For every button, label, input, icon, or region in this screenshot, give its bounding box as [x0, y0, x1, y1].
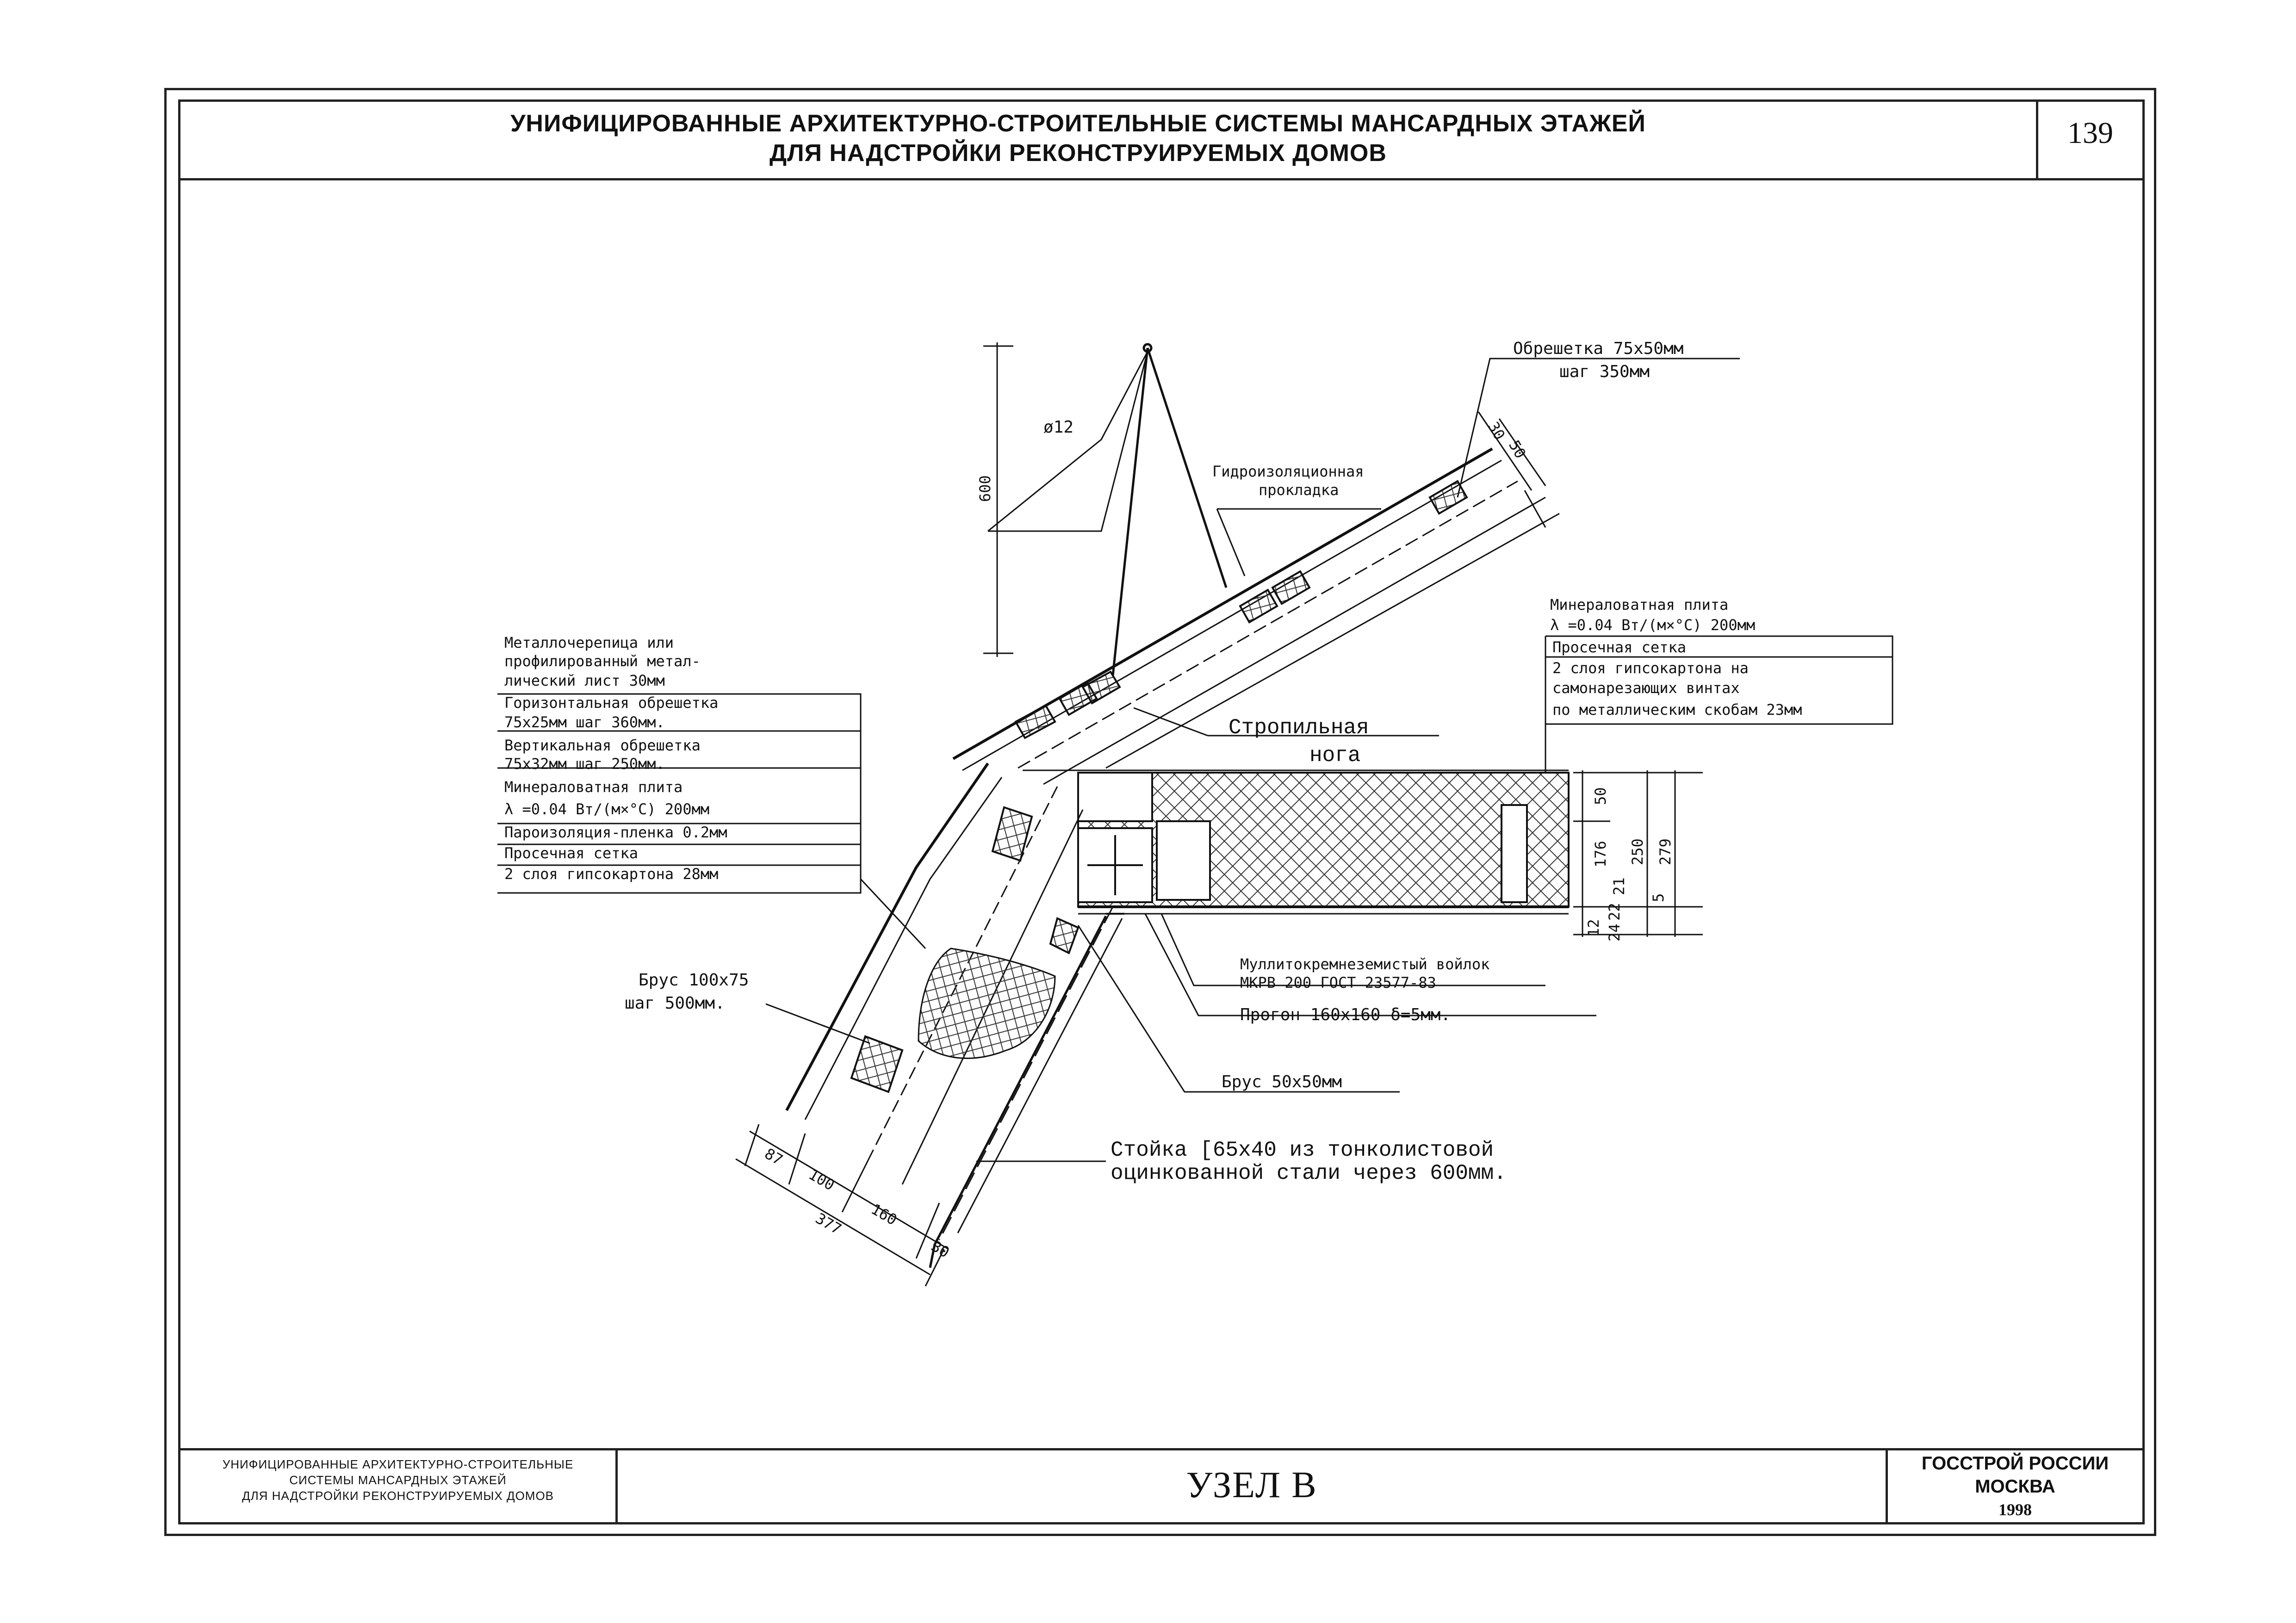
- dim-12: 12: [1585, 919, 1602, 937]
- slope-battens: [1014, 480, 1468, 739]
- footer-project-title: УНИФИЦИРОВАННЫЕ АРХИТЕКТУРНО-СТРОИТЕЛЬНЫ…: [183, 1456, 613, 1504]
- rafter-label-2: нога: [1309, 743, 1360, 768]
- outer-frame: [164, 88, 2156, 1536]
- dim-21: 21: [1610, 877, 1628, 895]
- footer-org-line-1: ГОССТРОЙ РОССИИ: [1921, 1453, 2109, 1474]
- knee-insulation: [918, 948, 1056, 1059]
- waterproof-label-2: прокладка: [1259, 481, 1339, 499]
- dim-24: 24: [1606, 923, 1623, 942]
- right-layer-3: Просечная сетка: [1552, 638, 1686, 656]
- height-dimension-label: 600: [976, 475, 994, 502]
- lightning-rod: [987, 343, 1228, 676]
- left-layer-8: Минераловатная плита: [504, 778, 683, 796]
- footer-divider: [178, 1448, 2145, 1450]
- left-layer-1: Металлочерепица или: [504, 634, 674, 651]
- dim-5: 5: [1650, 893, 1667, 902]
- purlin-label: Прогон 160х160 δ=5мм.: [1240, 1005, 1451, 1024]
- dim-250: 250: [1629, 838, 1646, 865]
- rafter-label-1: Стропильная: [1229, 716, 1369, 740]
- footer-project-line-1: УНИФИЦИРОВАННЫЕ АРХИТЕКТУРНО-СТРОИТЕЛЬНЫ…: [222, 1457, 574, 1471]
- right-layer-2: λ =0.04 Вт/(м×°С) 200мм: [1550, 616, 1755, 634]
- footer-project-line-2: СИСТЕМЫ МАНСАРДНЫХ ЭТАЖЕЙ: [289, 1473, 507, 1487]
- felt-label-2: МКРВ 200 ГОСТ 23577-83: [1240, 974, 1436, 991]
- right-layer-4: 2 слоя гипсокартона на: [1552, 659, 1749, 677]
- sheet-title: УНИФИЦИРОВАННЫЕ АРХИТЕКТУРНО-СТРОИТЕЛЬНЫ…: [296, 109, 1860, 168]
- ceiling-insulation: [1023, 769, 1570, 915]
- right-layer-1: Минераловатная плита: [1550, 596, 1728, 613]
- rafter-knee: [785, 762, 1124, 1268]
- left-layer-11: Просечная сетка: [504, 844, 638, 862]
- left-layer-6: Вертикальная обрешетка: [504, 737, 701, 754]
- felt-label-1: Муллитокремнеземистый войлок: [1240, 955, 1489, 973]
- top-batten-label-1: Обрешетка 75х50мм: [1513, 339, 1683, 358]
- page-number: 139: [2067, 116, 2113, 150]
- right-dimensions: [1573, 770, 1703, 937]
- beam-small-label: Брус 50х50мм: [1222, 1072, 1342, 1091]
- left-layer-stack: Металлочерепица или профилированный мета…: [504, 634, 727, 883]
- beam-large-label-1: Брус 100х75: [639, 971, 749, 990]
- left-layer-9: λ =0.04 Вт/(м×°С) 200мм: [504, 800, 709, 818]
- rod-diameter-label: ø12: [1043, 418, 1074, 437]
- knee-beams: [850, 806, 1080, 1093]
- footer-separator-right: [1886, 1448, 1888, 1524]
- beam-large-label-2: шаг 500мм.: [625, 994, 725, 1013]
- dim-377: 377: [813, 1209, 844, 1238]
- footer-organization: ГОССТРОЙ РОССИИ МОСКВА 1998: [1888, 1452, 2142, 1521]
- left-layer-3: лический лист 30мм: [504, 672, 665, 689]
- waterproof-label-1: Гидроизоляционная: [1212, 463, 1364, 480]
- right-layer-stack: Минераловатная плита λ =0.04 Вт/(м×°С) 2…: [1550, 596, 1802, 719]
- left-layer-12: 2 слоя гипсокартона 28мм: [504, 865, 718, 883]
- dim-279: 279: [1657, 838, 1674, 865]
- dim-22: 22: [1606, 903, 1623, 921]
- footer-year: 1998: [1998, 1500, 2032, 1519]
- footer-project-line-3: ДЛЯ НАДСТРОЙКИ РЕКОНСТРУИРУЕМЫХ ДОМОВ: [242, 1489, 554, 1503]
- top-right-dims: [1477, 411, 1546, 491]
- post-label-1: Стойка [65х40 из тонколистовой: [1111, 1138, 1494, 1162]
- dim-30-top: 30: [1484, 419, 1508, 443]
- left-layer-4: Горизонтальная обрешетка: [504, 694, 718, 712]
- left-layer-5: 75х25мм шаг 360мм.: [504, 713, 665, 731]
- post-label-2: оцинкованной стали через 600мм.: [1111, 1161, 1507, 1185]
- right-layer-6: по металлическим скобам 23мм: [1552, 701, 1802, 719]
- dim-87: 87: [762, 1145, 786, 1169]
- leader-lines: [497, 358, 1893, 1162]
- dim-176: 176: [1592, 841, 1609, 867]
- footer-separator-left: [615, 1448, 618, 1524]
- bottom-dimensions: [735, 1124, 949, 1287]
- inner-frame: [178, 99, 2145, 1524]
- right-layer-5: самонарезающих винтах: [1552, 679, 1740, 697]
- node-title: УЗЕЛ В: [1186, 1465, 1317, 1505]
- left-layer-10: Пароизоляция-пленка 0.2мм: [504, 824, 727, 841]
- left-layer-7: 75х32мм шаг 250мм.: [504, 755, 665, 773]
- footer-org-line-2: МОСКВА: [1975, 1476, 2055, 1497]
- sheet-title-line-1: УНИФИЦИРОВАННЫЕ АРХИТЕКТУРНО-СТРОИТЕЛЬНЫ…: [510, 110, 1646, 137]
- page-number-divider: [2036, 99, 2038, 178]
- header-divider: [178, 178, 2145, 180]
- dim-50: 50: [1592, 787, 1609, 805]
- height-dimension: [983, 342, 1013, 657]
- top-batten-label-2: шаг 350мм: [1559, 362, 1650, 381]
- dim-100: 100: [806, 1165, 838, 1194]
- left-layer-2: профилированный метал-: [504, 652, 701, 670]
- sheet-title-line-2: ДЛЯ НАДСТРОЙКИ РЕКОНСТРУИРУЕМЫХ ДОМОВ: [769, 140, 1387, 167]
